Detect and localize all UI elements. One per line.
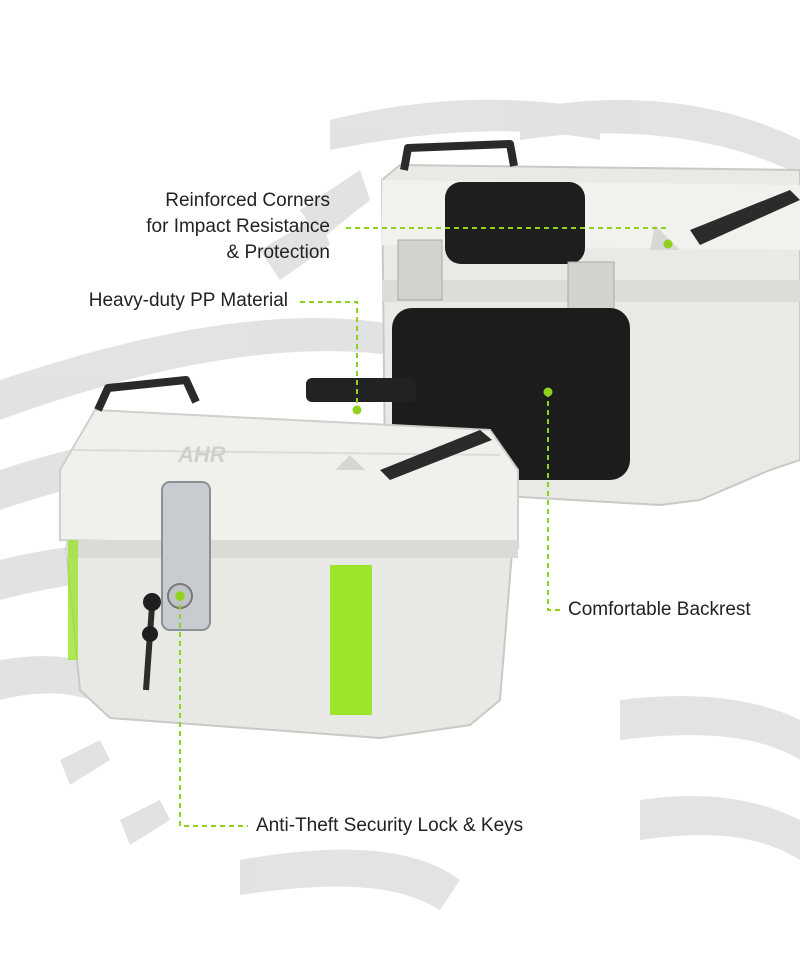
callout-lines (179, 227, 668, 827)
side-reflector (330, 565, 372, 715)
callout-material: Heavy-duty PP Material (88, 290, 288, 311)
callout-lock: Anti-Theft Security Lock & Keys (256, 815, 524, 836)
callout-corners-line-2: for Impact Resistance (146, 216, 330, 237)
callout-dots (175, 239, 673, 601)
brand-logo: AHR (177, 442, 226, 467)
lock-latch (161, 481, 211, 631)
front-case: AHR (59, 376, 519, 740)
top-pad (445, 182, 585, 264)
callout-corners-line-3: & Protection (226, 242, 331, 263)
callout-backrest: Comfortable Backrest (568, 599, 751, 620)
callout-corners-line-1: Reinforced Corners (165, 190, 330, 211)
callout-reinforced-corners: Reinforced Corners for Impact Resistance… (146, 188, 330, 266)
